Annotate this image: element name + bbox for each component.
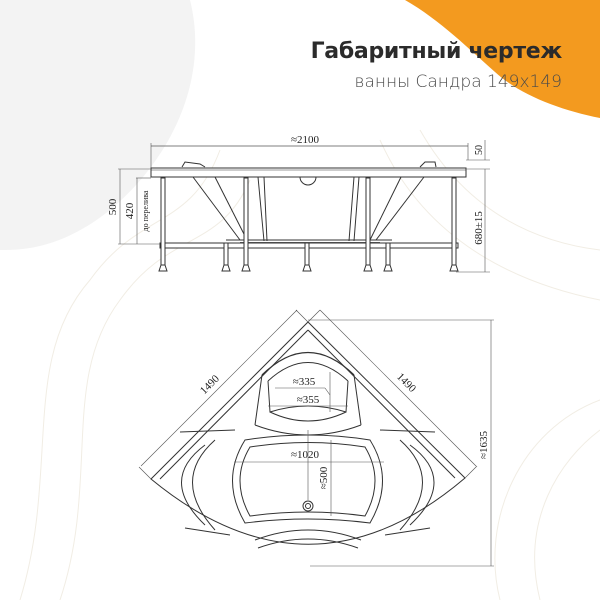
dim-leg-height: 680±15	[473, 211, 485, 245]
dim-headrest-outer: ≈355	[297, 394, 320, 406]
top-view	[138, 309, 494, 567]
page-subtitle: ванны Сандра 149x149	[354, 72, 562, 92]
title-block: Габаритный чертеж ванны Сандра 149x149	[310, 38, 563, 94]
dim-height-total: 500	[107, 198, 119, 215]
dim-side-right: 1490	[394, 371, 418, 395]
dim-headrest-inner: ≈335	[293, 376, 316, 388]
dim-overall-length: ≈2100	[291, 134, 320, 146]
side-view-dimensions: ≈2100 500 420 до перелива 50 680±15	[107, 134, 485, 245]
side-view	[118, 140, 490, 273]
gray-blob	[0, 0, 196, 250]
orange-blob	[405, 0, 600, 118]
overflow-label: до перелива	[141, 190, 150, 231]
dim-height-overflow: 420	[124, 202, 136, 219]
dim-side-left: 1490	[198, 373, 222, 397]
dim-bowl-width: ≈1020	[291, 449, 320, 461]
dim-headrest: 50	[474, 145, 485, 155]
dim-diagonal: ≈1635	[478, 430, 490, 459]
page-title: Габаритный чертеж	[310, 39, 563, 64]
dim-bowl-depth: ≈500	[318, 466, 330, 489]
